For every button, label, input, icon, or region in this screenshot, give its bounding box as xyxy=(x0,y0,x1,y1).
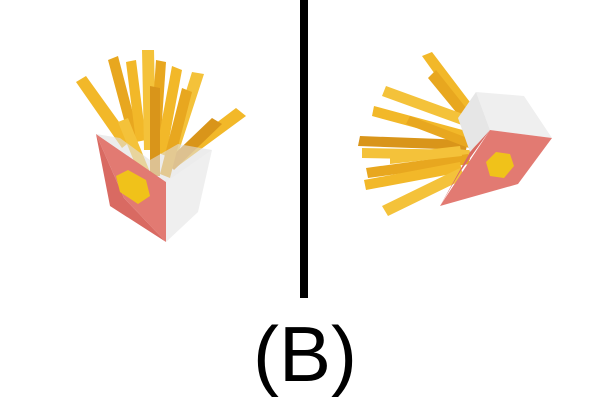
box-rim xyxy=(458,92,490,152)
fry xyxy=(366,154,470,178)
fry xyxy=(358,136,468,150)
fry xyxy=(156,66,182,156)
figure-caption: (B) xyxy=(253,310,357,398)
fry xyxy=(150,86,160,176)
box-emblem xyxy=(116,170,150,204)
box-front-shade xyxy=(96,134,166,242)
fry xyxy=(126,60,146,142)
box-rim xyxy=(96,134,212,182)
fry xyxy=(382,168,466,216)
fry xyxy=(364,162,462,190)
french-fries-icon xyxy=(76,50,246,242)
fries-box-rotated-panel xyxy=(310,0,610,300)
box-emblem xyxy=(486,152,514,178)
divider xyxy=(300,0,308,298)
box-side xyxy=(476,92,552,138)
fries-box-upright-panel xyxy=(0,0,300,300)
box-side xyxy=(166,150,212,242)
fry xyxy=(390,146,462,164)
fry xyxy=(108,56,140,142)
fry xyxy=(406,116,478,150)
fry xyxy=(76,76,132,148)
french-fries-icon xyxy=(358,52,552,216)
fry xyxy=(382,86,474,128)
